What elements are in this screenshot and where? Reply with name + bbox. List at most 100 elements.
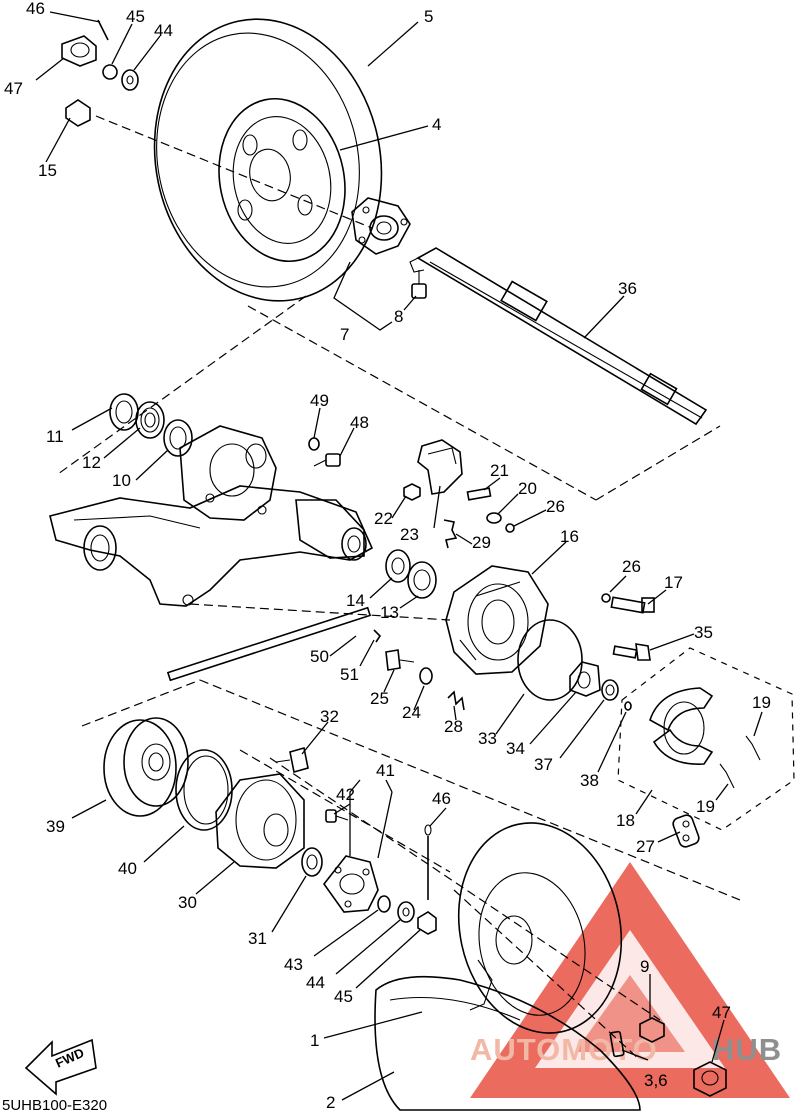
bolt-42 (325, 809, 349, 823)
drum-cover-30 (215, 773, 305, 869)
callout-46-lower: 46 (432, 789, 451, 808)
rim-hole-4 (242, 134, 258, 156)
callout-40: 40 (118, 859, 137, 878)
washer-43 (377, 895, 391, 913)
nut-45b (417, 911, 437, 935)
callout-44-lower: 44 (306, 973, 325, 992)
callout-26-lower: 26 (622, 557, 641, 576)
diagram-code: 5UHB100-E320 (2, 1097, 107, 1113)
wheel-center-hole (249, 148, 291, 202)
callout-14: 14 (346, 591, 365, 610)
clip-51 (373, 629, 382, 643)
callout-47-top: 47 (4, 79, 23, 98)
callout-28: 28 (444, 717, 463, 736)
callout-38: 38 (580, 771, 599, 790)
rear-axle-housing (49, 425, 374, 607)
callout-42: 42 (336, 785, 355, 804)
callout-16: 16 (560, 527, 579, 546)
automotohub-watermark: AUTOMOTO HUB (470, 862, 790, 1098)
callout-49: 49 (310, 391, 329, 410)
bolt-48 (313, 453, 341, 467)
drum-seal-40 (175, 749, 233, 831)
callout-43: 43 (284, 955, 303, 974)
callout-50: 50 (310, 647, 329, 666)
cotter-pin-46b (424, 824, 432, 900)
callout-32: 32 (320, 707, 339, 726)
callout-11: 11 (46, 427, 64, 446)
callout-35: 35 (694, 623, 713, 642)
callout-39: 39 (46, 817, 65, 836)
stud-36 (609, 1030, 625, 1058)
callout-47-lower: 47 (712, 1003, 731, 1022)
callout-7: 7 (340, 325, 349, 344)
callout-4: 4 (432, 115, 441, 134)
wheel-rim-inner (232, 116, 332, 244)
washer-24 (419, 667, 433, 685)
washer-49 (308, 437, 320, 451)
callout-21: 21 (490, 461, 509, 480)
watermark-text-automoto: AUTOMOTO (470, 1032, 658, 1067)
bearing-10 (163, 419, 193, 457)
callout-20: 20 (518, 479, 537, 498)
callout-10: 10 (112, 471, 131, 490)
tire-upper (153, 18, 383, 302)
hub-lower-41 (323, 855, 379, 913)
seal-31 (301, 847, 323, 877)
callout-3-6: 3,6 (644, 1071, 668, 1090)
callout-15: 15 (38, 161, 57, 180)
callout-5: 5 (424, 7, 433, 26)
bearing-13 (407, 561, 437, 599)
brake-drum-39 (103, 717, 189, 817)
rear-axle-shaft-36 (409, 247, 708, 426)
bolt-32 (275, 746, 309, 774)
upper-wheel-assembly (153, 18, 383, 302)
leader-lines (35, 11, 763, 1101)
callout-36: 36 (618, 279, 637, 298)
nut-stack-upper (61, 19, 139, 127)
nut-47b (693, 1061, 727, 1097)
assembly-center-lines (57, 115, 741, 1061)
rim-hole-2 (297, 194, 313, 216)
lever-small-parts (403, 483, 515, 549)
adjuster-bolt-17 (610, 596, 655, 614)
rim-hole-1 (292, 129, 308, 151)
callout-48: 48 (350, 413, 369, 432)
watermark-text-hub: HUB (712, 1032, 782, 1067)
seal-37 (601, 679, 619, 701)
brake-shoe-kit-18 (617, 647, 795, 831)
seal-11 (109, 393, 139, 431)
callout-1: 1 (310, 1031, 319, 1050)
callout-41: 41 (376, 761, 395, 780)
callout-25: 25 (370, 689, 389, 708)
callout-13: 13 (380, 603, 399, 622)
fwd-label: FWD (53, 1045, 86, 1071)
callout-2: 2 (326, 1093, 335, 1112)
callout-9: 9 (640, 957, 649, 976)
callout-19-upper: 19 (752, 693, 771, 712)
callout-27: 27 (636, 837, 655, 856)
callout-19-lower: 19 (696, 797, 715, 816)
callout-34: 34 (506, 739, 525, 758)
callout-26-upper: 26 (546, 497, 565, 516)
callout-37: 37 (534, 755, 553, 774)
callout-30: 30 (178, 893, 197, 912)
callout-labels: 46 45 44 5 47 15 4 36 7 8 49 48 11 12 10… (4, 0, 771, 1112)
callout-44-top: 44 (154, 21, 173, 40)
fwd-arrow: FWD (24, 1038, 97, 1096)
callout-12: 12 (82, 453, 101, 472)
callout-51: 51 (340, 665, 359, 684)
callout-22: 22 (374, 509, 393, 528)
callout-8: 8 (394, 307, 403, 326)
pin-50 (166, 606, 372, 682)
o-ring-26b (601, 593, 611, 603)
callout-45-lower: 45 (334, 987, 353, 1006)
washer-44b (397, 901, 415, 923)
spring-28 (447, 690, 465, 711)
brake-housing-16 (445, 565, 549, 675)
ring-38 (624, 701, 632, 711)
callout-23: 23 (400, 525, 419, 544)
bearing-14 (385, 549, 411, 583)
tire-tread-line (156, 32, 360, 288)
callout-18: 18 (616, 811, 635, 830)
callout-46-top: 46 (26, 0, 45, 18)
